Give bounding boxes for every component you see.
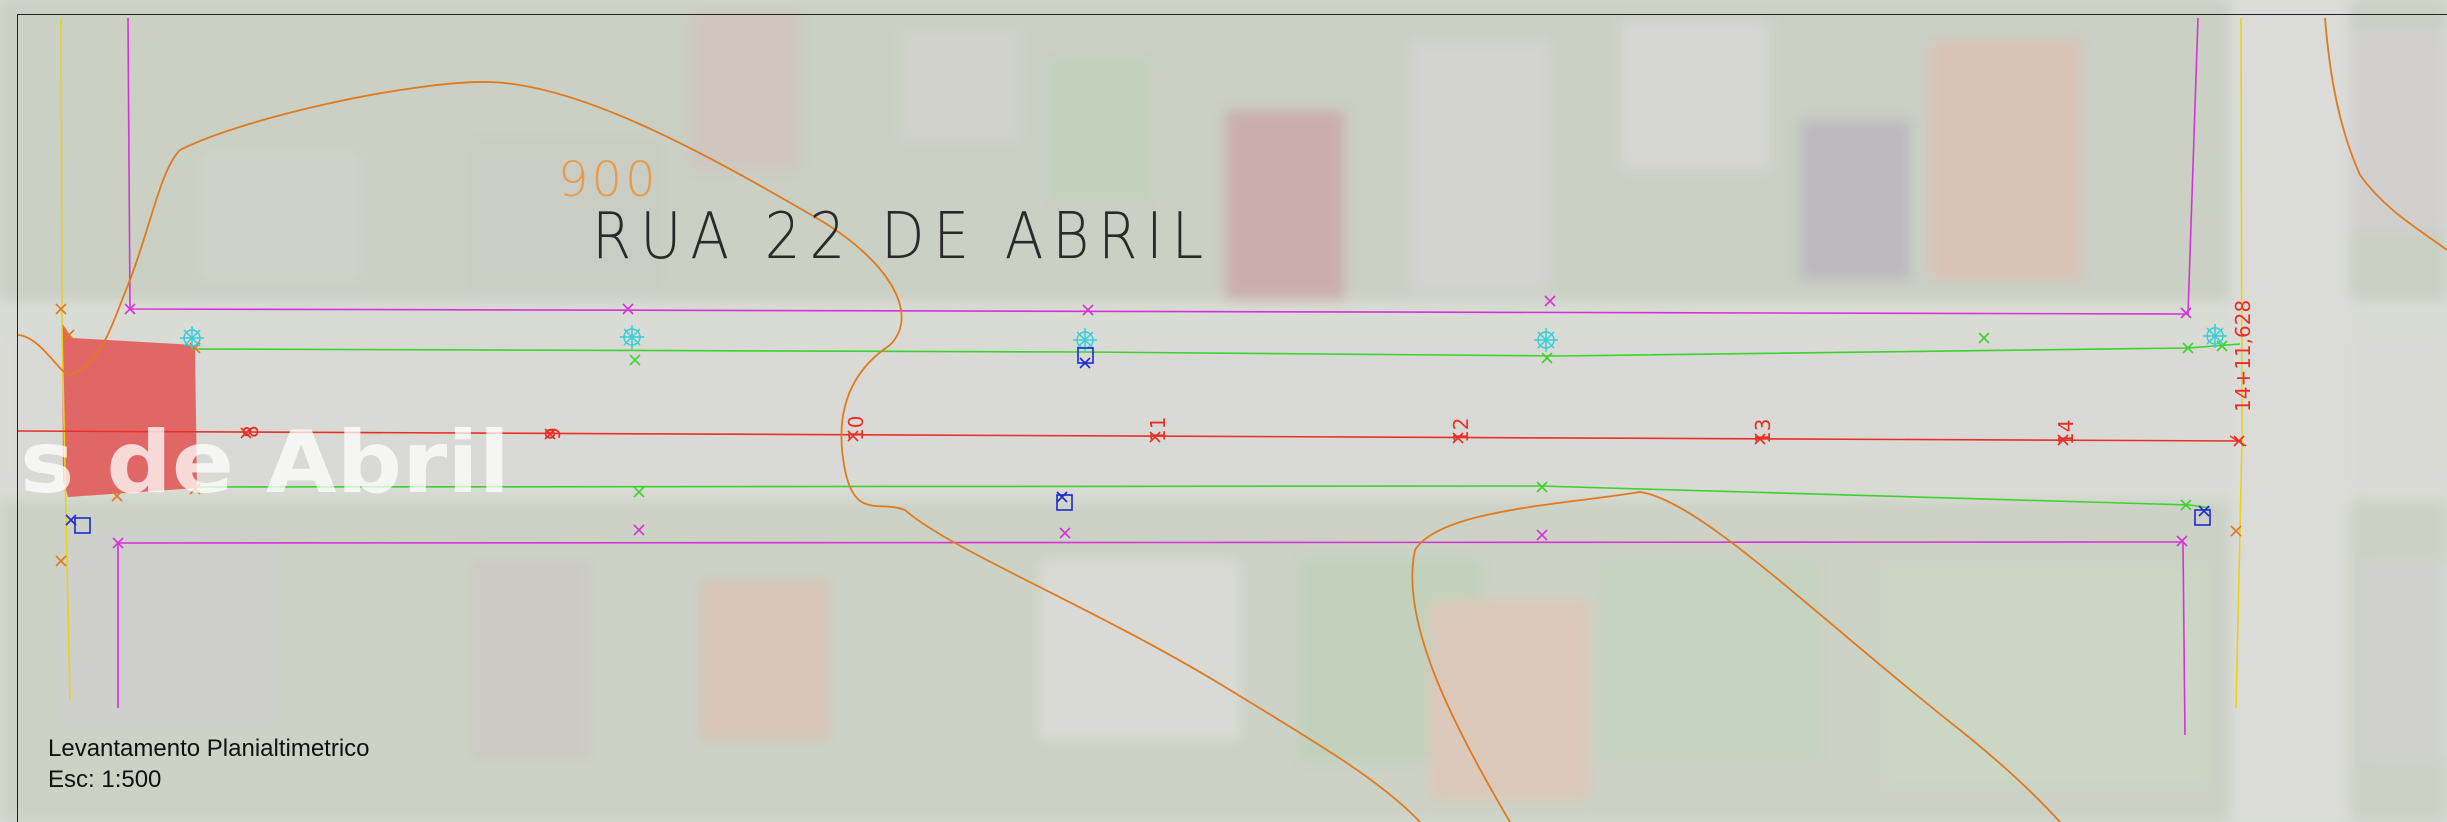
station-label: 14: [2054, 420, 2078, 445]
station-label: 10: [844, 416, 868, 441]
survey-point: [1978, 332, 1990, 344]
survey-point: [55, 303, 67, 315]
survey-point: [1754, 433, 1766, 445]
lot-line-north: [127, 17, 2199, 315]
tree-icon: [180, 326, 204, 350]
survey-point: [1541, 352, 1553, 364]
survey-point: [1082, 304, 1094, 316]
survey-point: [189, 483, 201, 495]
survey-point: [633, 486, 645, 498]
station-label: 13: [1751, 419, 1775, 444]
hatched-area: [62, 323, 197, 497]
survey-point: [2176, 535, 2188, 547]
tree-icon: [1534, 328, 1558, 352]
survey-point: [2057, 434, 2069, 446]
survey-point: [1544, 295, 1556, 307]
boundary-line-left: [60, 17, 71, 701]
survey-point: [63, 329, 75, 341]
survey-point: [633, 524, 645, 536]
survey-point: [2180, 307, 2192, 319]
contour-line-east: [2324, 17, 2447, 251]
survey-point: [124, 303, 136, 315]
contour-lines: [16, 17, 2447, 822]
contour-label: 900: [558, 152, 659, 208]
station-label: 11: [1146, 417, 1170, 442]
plan-legend: Levantamento Planialtimetrico Esc: 1:500: [48, 733, 370, 795]
boundary-line-right: [2235, 17, 2243, 709]
lot-lines: [117, 17, 2199, 736]
survey-point: [112, 537, 124, 549]
survey-point: [622, 303, 634, 315]
plan-scale: Esc: 1:500: [48, 766, 162, 793]
survey-point: [847, 430, 859, 442]
survey-point: [544, 428, 556, 440]
station-label: 8: [239, 425, 263, 438]
survey-point: [1059, 527, 1071, 539]
survey-point: [111, 490, 123, 502]
survey-point: [1536, 529, 1548, 541]
survey-point: [1452, 432, 1464, 444]
survey-point: [1536, 481, 1548, 493]
survey-point: [2230, 525, 2242, 537]
tree-icon: [2203, 324, 2227, 348]
survey-point: [2180, 499, 2192, 511]
station-label: 12: [1449, 418, 1473, 443]
end-station-label: 14+11,628: [2231, 300, 2255, 412]
survey-point: [2182, 342, 2194, 354]
survey-points: [55, 295, 2245, 567]
survey-point: [2198, 505, 2210, 517]
square-feature-icon: [1056, 494, 1073, 511]
survey-point: [1056, 491, 1068, 503]
survey-point: [55, 555, 67, 567]
contour-line-south: [1411, 491, 2061, 822]
square-feature-icon: [74, 517, 91, 534]
basemap-street-label: s de Abril: [20, 413, 510, 513]
boundary-lines: [60, 17, 2243, 709]
lot-line-south: [117, 541, 2186, 736]
hatched-area-fill: [62, 323, 197, 497]
curb-line-north: [194, 343, 2241, 357]
square-feature-icon: [1077, 347, 1094, 364]
map-labels: s de Abril 900 RUA 22 DE ABRIL 8 9 10 11…: [20, 152, 2255, 513]
square-feature-icon: [2194, 509, 2211, 526]
plan-title: Levantamento Planialtimetrico: [48, 735, 370, 762]
tree-icon: [620, 325, 644, 349]
survey-point: [2233, 435, 2245, 447]
square-features: [74, 347, 2211, 534]
survey-point: [1149, 431, 1161, 443]
survey-point: [629, 354, 641, 366]
survey-point: [240, 427, 252, 439]
contour-line-900: [16, 81, 1421, 822]
road-axis-line: [16, 430, 2243, 442]
tree-symbols: [180, 324, 2227, 352]
street-name-label: RUA 22 DE ABRIL: [592, 200, 1212, 274]
station-label: 9: [541, 427, 565, 440]
